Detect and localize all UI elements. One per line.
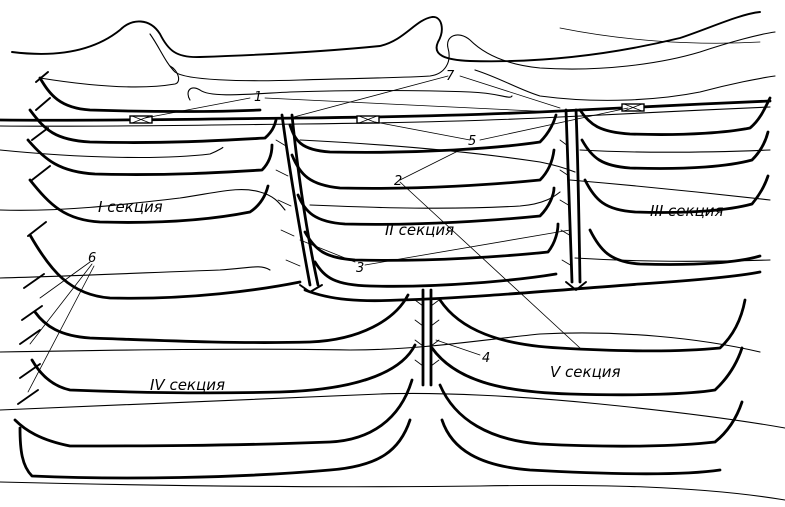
callout-2: 2 bbox=[394, 174, 402, 189]
section-label-i: I секция bbox=[98, 198, 163, 216]
callout-1: 1 bbox=[254, 90, 262, 105]
section-label-ii: II секция bbox=[385, 221, 454, 239]
pond-stack-left bbox=[0, 71, 302, 405]
sluice-gate bbox=[129, 115, 153, 124]
sluice-gate bbox=[621, 103, 645, 112]
callout-5: 5 bbox=[468, 134, 476, 149]
callout-7: 7 bbox=[446, 69, 455, 84]
callout-4: 4 bbox=[482, 351, 490, 366]
section-labels: I секция II секция III секция IV секция … bbox=[98, 198, 724, 394]
main-supply-canal bbox=[0, 99, 772, 127]
pond-stack-lower bbox=[0, 270, 785, 501]
section-label-v: V секция bbox=[550, 363, 621, 381]
terrain-contours bbox=[11, 11, 776, 101]
pond-stack-right bbox=[569, 96, 772, 266]
pond-stack-middle bbox=[288, 113, 576, 288]
callout-3: 3 bbox=[356, 261, 364, 276]
leader-lines bbox=[27, 75, 629, 393]
section-label-iii: III секция bbox=[650, 202, 724, 220]
section-label-iv: IV секция bbox=[150, 376, 225, 394]
sluice-gate bbox=[356, 115, 380, 124]
callout-6: 6 bbox=[88, 251, 96, 266]
callout-labels: 1 2 3 4 5 6 7 bbox=[88, 69, 490, 366]
